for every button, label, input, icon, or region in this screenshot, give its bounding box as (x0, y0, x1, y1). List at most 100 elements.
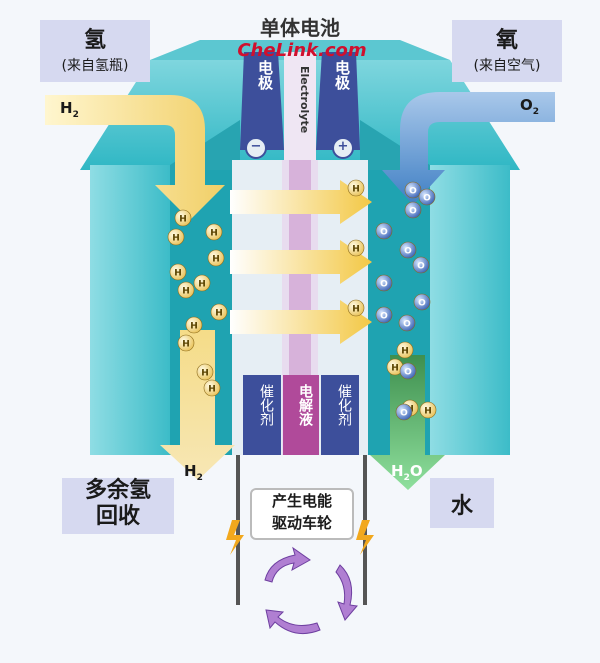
oxygen-particle-label: O (404, 368, 412, 378)
oxygen-title-box (452, 20, 562, 82)
hydrogen-particle (196, 363, 214, 381)
recycle-label: 多余氢 回收 (84, 478, 151, 529)
hydrogen-particle (419, 401, 437, 419)
hydrogen-particle (177, 281, 195, 299)
hydrogen-particle-label: H (172, 234, 180, 244)
right-spark-icon (356, 520, 374, 555)
electrolyte-label: 电解液 (297, 384, 313, 426)
hydrogen-particle (169, 263, 187, 281)
housing-rim (150, 40, 450, 60)
membrane-tab (284, 52, 316, 160)
watermark-logo: CheLink.com (237, 40, 367, 61)
hydrogen-inlet-label: H2 (60, 99, 79, 120)
anode-tab (240, 52, 284, 150)
anode-label: 电极 (256, 60, 274, 90)
hydrogen-title: 氢 (83, 28, 106, 53)
water-outlet-label: H2O (391, 462, 423, 483)
oxygen-particle-label: O (417, 262, 425, 272)
particle-layer: HHHHHHHHHHHHHHHHOOOOOOOOOOOOHHH (167, 179, 437, 421)
cathode-terminal (332, 137, 354, 159)
hydrogen-particle (193, 274, 211, 292)
hydrogen-particle-label: H (212, 255, 220, 265)
oxygen-particle (418, 188, 436, 206)
hydrogen-particle-label: H (179, 215, 187, 225)
oxygen-particle (399, 362, 417, 380)
right-catalyst-layer (321, 375, 359, 455)
anode-terminal (245, 137, 267, 159)
hydrogen-particle-label: H (201, 369, 209, 379)
oxygen-inlet-arrow (382, 92, 555, 205)
water-outlet-arrow (370, 355, 445, 490)
proton-arrow-1 (230, 180, 372, 224)
proton-particle (347, 299, 365, 317)
proton-particle (347, 179, 365, 197)
hydrogen-particle (167, 228, 185, 246)
hydrogen-particle (185, 316, 203, 334)
left-catalyst-label: 催化剂 (258, 384, 274, 426)
hydrogen-particle-label: H (182, 340, 190, 350)
oxygen-particle-label: O (418, 299, 426, 309)
hydrogen-particle (207, 249, 225, 267)
right-catalyst-label: 催化剂 (336, 384, 352, 426)
hydrogen-particle-label: H (210, 229, 218, 239)
oxygen-title: 氧 (495, 28, 518, 53)
hydrogen-particle-label: H (174, 269, 182, 279)
proton-arrow-3 (230, 300, 372, 344)
oxygen-particle (375, 306, 393, 324)
oxygen-particle-label: O (404, 247, 412, 257)
cathode-tab (316, 52, 360, 150)
left-catalyst-layer (243, 375, 281, 455)
circuit-label: 产生电能 驱动车轮 (250, 488, 354, 540)
oxygen-particle (375, 274, 393, 292)
electrolyte-layer (283, 375, 319, 455)
oxygen-particle (412, 256, 430, 274)
hydrogen-particle (396, 341, 414, 359)
hydrogen-particle-label: H (424, 407, 432, 417)
hydrogen-inlet-arrow (45, 95, 225, 220)
oxygen-inlet-label: O2 (520, 96, 540, 117)
proton-particle-label: H (352, 185, 360, 195)
hydrogen-particle-label: H (391, 364, 399, 374)
water-box (430, 478, 494, 528)
oxygen-particle-label: O (423, 194, 431, 204)
hydrogen-particle-label: H (401, 347, 409, 357)
oxygen-particle (375, 222, 393, 240)
oxygen-particle (399, 241, 417, 259)
page-title: 单体电池 (260, 16, 340, 40)
left-plate (90, 165, 170, 455)
oxygen-particle (404, 181, 422, 199)
hydrogen-particle (203, 379, 221, 397)
hydrogen-particle (177, 334, 195, 352)
oxygen-particle-label: O (380, 280, 388, 290)
anode-sign: − (250, 139, 262, 154)
oxygen-particle-label: O (380, 228, 388, 238)
oxygen-particle (398, 314, 416, 332)
proton-arrow-2 (230, 240, 372, 284)
hydrogen-particle (205, 223, 223, 241)
cathode-label: 电极 (333, 60, 351, 90)
hydrogen-particle-label: H (208, 385, 216, 395)
hydrogen-particle (210, 303, 228, 321)
oxygen-particle-label: O (409, 207, 417, 217)
oxygen-particle-label: O (400, 409, 408, 419)
cathode-sign: + (337, 139, 349, 154)
oxygen-particle-label: O (380, 312, 388, 322)
proton-particle-label: H (352, 305, 360, 315)
oxygen-particle-label: O (409, 187, 417, 197)
oxygen-particle (395, 403, 413, 421)
proton-particle-label: H (352, 245, 360, 255)
oxygen-particle (413, 293, 431, 311)
hydrogen-outlet-label: H2 (184, 462, 203, 483)
hydrogen-outlet-arrow (160, 330, 235, 480)
recycle-box (62, 478, 174, 534)
hydrogen-particle-label: H (198, 280, 206, 290)
hydrogen-particle-label: H (215, 309, 223, 319)
hydrogen-subtitle: (来自氢瓶) (61, 58, 129, 74)
right-plate (430, 165, 510, 455)
rotation-arrows-icon (264, 546, 358, 635)
oxygen-subtitle: (来自空气) (473, 58, 541, 74)
proton-particle (347, 239, 365, 257)
hydrogen-particle (174, 209, 192, 227)
